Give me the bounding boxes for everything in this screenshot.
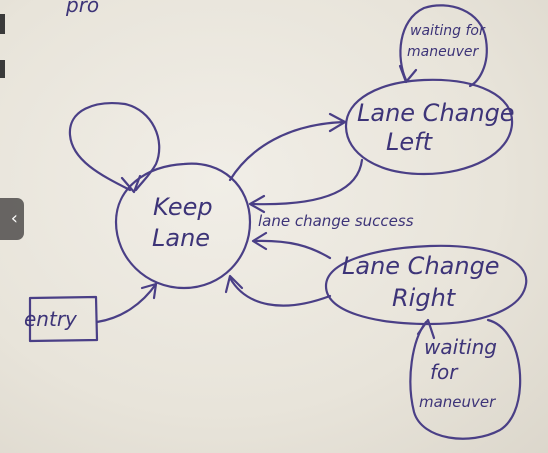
- left-to-keep-arrow: [250, 158, 364, 206]
- lane-change-right-label-line1: Lane Change: [342, 252, 500, 280]
- keep-lane-self-loop: [68, 102, 161, 192]
- keep-lane-self-loop-arrowhead: [120, 174, 142, 194]
- right-waiting-label-line3: maneuver: [419, 393, 496, 411]
- entry-to-keep-arrow: [95, 282, 158, 324]
- right-waiting-loop: [409, 318, 522, 440]
- success-label: lane change success: [258, 212, 414, 230]
- lane-change-left-label-line2: Left: [386, 128, 434, 156]
- previous-image-button[interactable]: ‹: [0, 198, 24, 240]
- keep-to-left-arrowhead: [328, 112, 347, 133]
- right-to-keep-arrow: [252, 239, 332, 260]
- right-waiting-label-line2: for: [430, 360, 459, 384]
- left-waiting-label-line1: waiting for: [410, 23, 486, 39]
- edge-mark-top: [0, 14, 5, 34]
- right-waiting-label-line1: waiting: [424, 335, 497, 359]
- lane-change-right-label-line2: Right: [392, 284, 457, 312]
- left-waiting-loop: [399, 4, 488, 88]
- right-waiting-loop-arrowhead: [416, 318, 436, 340]
- entry-box: [28, 295, 99, 343]
- keep-to-left-arrow: [228, 120, 346, 182]
- keep-lane-label-line1: Keep: [153, 193, 213, 221]
- keep-lane-state: [114, 162, 252, 290]
- entry-to-keep-arrowhead: [140, 282, 158, 300]
- left-waiting-loop-arrowhead: [398, 64, 418, 84]
- left-to-keep-arrowhead: [248, 194, 266, 214]
- keep-to-right-arrow: [228, 276, 332, 307]
- left-waiting-label-line2: maneuver: [407, 44, 479, 60]
- chevron-left-icon: ‹: [10, 208, 18, 229]
- keep-lane-label-line2: Lane: [152, 224, 210, 252]
- top-fragment-text: pro: [65, 0, 99, 17]
- entry-label: entry: [24, 307, 78, 331]
- lane-change-left-state: [344, 78, 514, 176]
- keep-to-right-arrowhead: [224, 274, 244, 294]
- edge-mark-middle: [0, 60, 5, 78]
- right-to-keep-arrowhead: [251, 231, 268, 251]
- lane-change-left-label-line1: Lane Change: [357, 99, 515, 127]
